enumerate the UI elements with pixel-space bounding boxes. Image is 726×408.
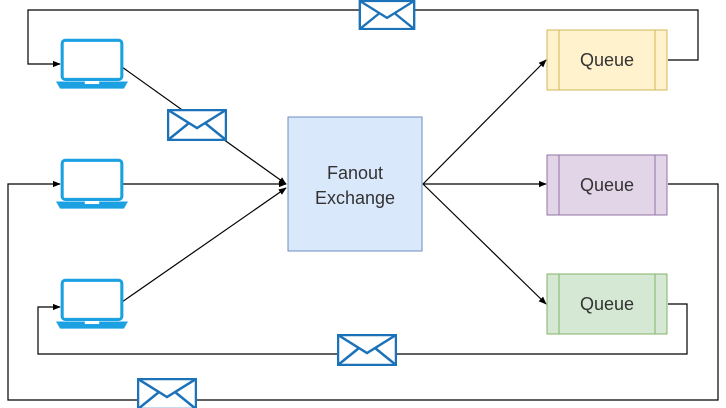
laptop-client-2 [56,158,128,210]
laptop-icon [56,158,128,210]
laptop-client-1 [56,38,128,90]
envelope-icon [337,334,397,366]
edge-laptop3-exchange [121,187,287,303]
exchange-box [287,116,423,252]
laptop-icon [56,278,128,330]
edge-queue2-laptop2 [7,180,719,401]
queue-label: Queue [580,294,634,314]
edge-exchange-queue1 [422,59,547,185]
exchange-label-line1: Fanout [327,163,383,183]
exchange-label-line2: Exchange [315,188,395,208]
envelope-icon [137,378,197,408]
laptop-client-3 [56,278,128,330]
queue-label: Queue [580,175,634,195]
queue-node-2: Queue [546,154,668,216]
edge-exchange-queue3 [422,183,547,305]
fanout-exchange-node: Fanout Exchange [287,116,423,252]
envelope-icon [358,0,416,30]
envelope-icon [167,109,227,141]
queue-node-1: Queue [546,29,668,91]
queue-node-3: Queue [546,273,668,335]
queue-label: Queue [580,50,634,70]
laptop-icon [56,38,128,90]
